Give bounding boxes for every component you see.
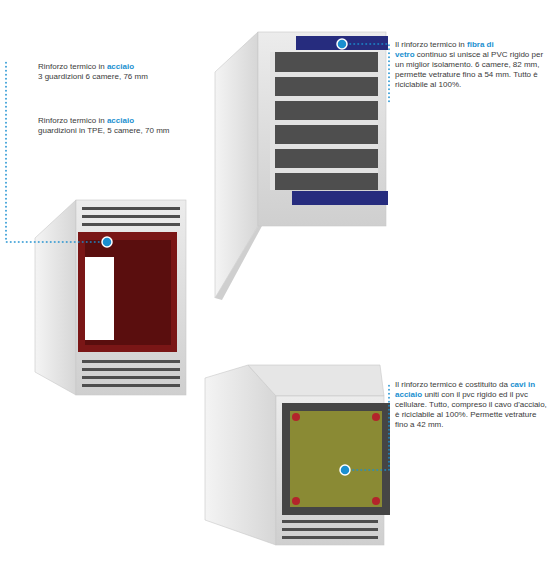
chamber-area (270, 52, 378, 190)
highlight-term: acciaio (107, 116, 134, 125)
callout-text: Il rinforzo termico è costituito dacavi … (395, 380, 547, 430)
steel-cable (372, 413, 380, 421)
profile-top-face (248, 365, 384, 396)
leader-line (6, 60, 107, 242)
chamber-line (82, 384, 180, 387)
chamber-wall (270, 120, 378, 125)
chamber-wall (270, 144, 378, 149)
callout-text: Il rinforzo termico infibra di vetrocont… (395, 40, 547, 90)
callout-label: guardizioni in TPE, 5 camere, 70 mm (38, 126, 178, 136)
callout-text: Rinforzo termico inacciaioguardizioni in… (38, 116, 178, 136)
callout-label: 3 guardizioni 6 camere, 76 mm (38, 72, 178, 82)
chamber-line (82, 215, 180, 218)
callout-label: Rinforzo termico in (38, 116, 105, 125)
chamber-line (82, 360, 180, 363)
profile-bottom-edge (215, 226, 262, 300)
cellular-pvc-core (290, 411, 382, 507)
callout-label: Rinforzo termico in (38, 62, 105, 71)
chamber-line (282, 536, 378, 539)
chamber-wall (270, 96, 378, 101)
fiberglass-reinforcement (292, 191, 388, 205)
callout-dot (340, 465, 350, 475)
chamber-line (82, 207, 180, 210)
chamber-line (282, 528, 378, 531)
profile-section (276, 396, 384, 545)
chamber-wall (270, 168, 378, 173)
chamber-line (82, 368, 180, 371)
chamber-line (282, 520, 378, 523)
chamber-line (82, 223, 180, 226)
chamber-opening (85, 257, 114, 340)
chamber-line (82, 376, 180, 379)
profile-side-face (215, 32, 258, 298)
reinforcement-frame (282, 403, 390, 515)
callout-label: continuo si unisce al PVC rigido per un … (395, 50, 543, 89)
highlight-term: acciaio (107, 62, 134, 71)
fiberglass-reinforcement (296, 36, 388, 50)
leader-line (345, 382, 389, 470)
steel-cable (292, 413, 300, 421)
steel-reinforcement-inner (85, 240, 171, 345)
callout-text: Rinforzo termico inacciaio3 guardizioni … (38, 62, 178, 82)
chamber-wall (270, 52, 275, 190)
leader-line (342, 44, 389, 104)
callout-dot (337, 39, 347, 49)
profile-side-face (205, 365, 276, 545)
chamber-wall (270, 72, 378, 77)
profile-section (76, 200, 186, 395)
steel-cable (292, 497, 300, 505)
steel-cable (372, 497, 380, 505)
profile-side-face (35, 200, 76, 395)
steel-reinforcement (78, 232, 177, 352)
callout-label: Il rinforzo termico è costituito da (395, 380, 508, 389)
callout-label: Il rinforzo termico in (395, 40, 465, 49)
callout-dot (102, 237, 112, 247)
